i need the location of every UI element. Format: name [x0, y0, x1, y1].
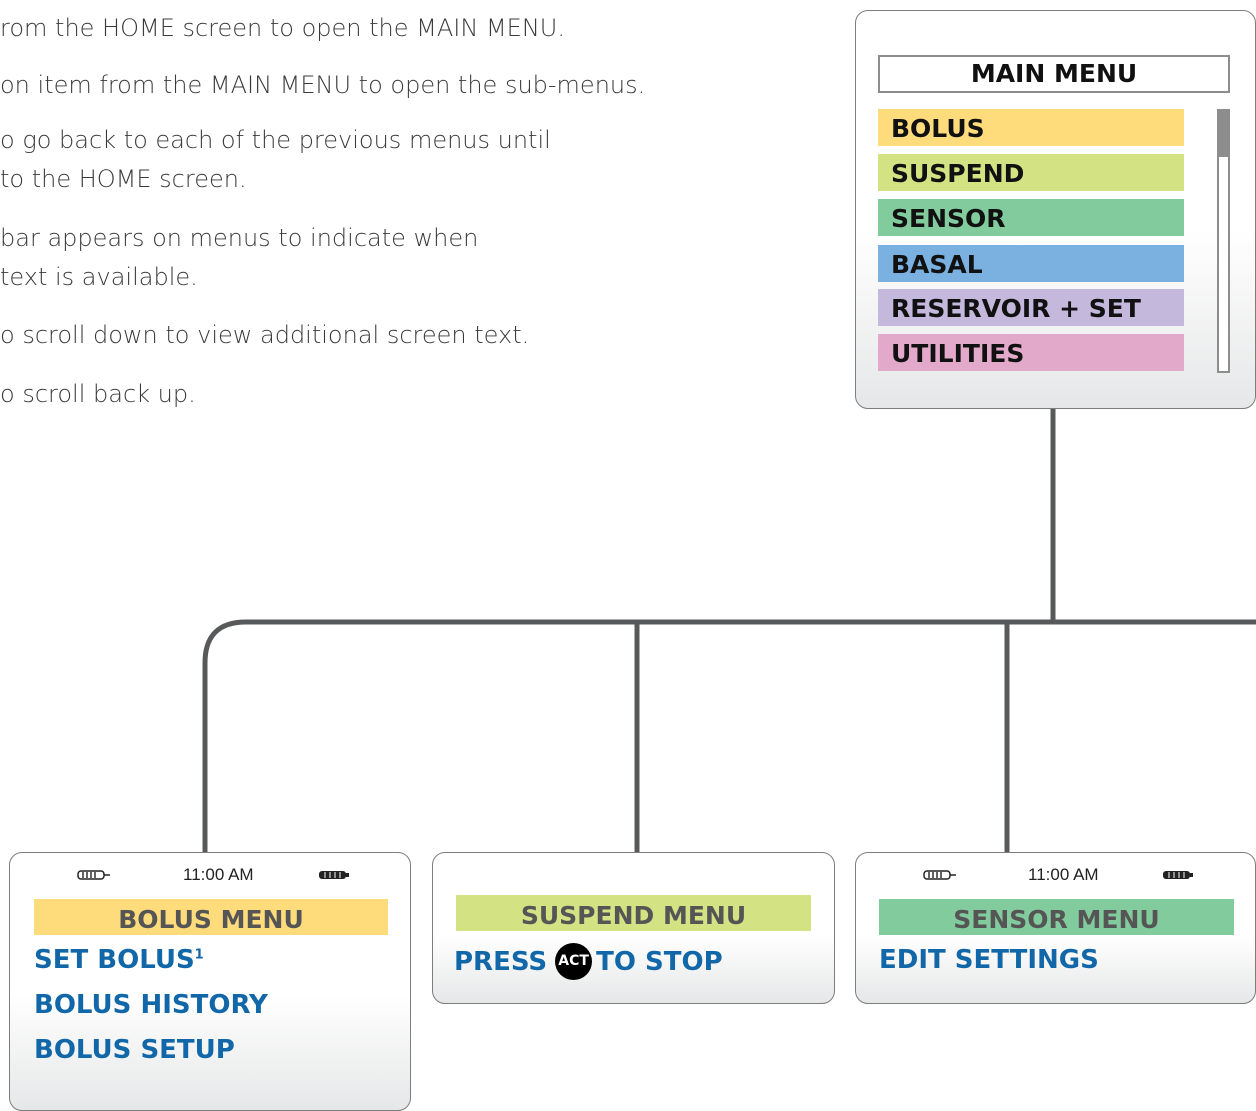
main-menu-screen: MAIN MENU BOLUS SUSPEND SENSOR BASAL RES…: [855, 10, 1256, 409]
instruction-line-8: o scroll back up.: [0, 380, 196, 408]
bolus-menu-screen: 11:00 AM BOLUS MENU SET BOLUS1 BOLUS HIS…: [9, 852, 411, 1111]
menu-item-bolus-history[interactable]: BOLUS HISTORY: [34, 990, 268, 1020]
bolus-menu-header: BOLUS MENU: [34, 899, 388, 935]
instruction-line-4: to the HOME screen.: [0, 165, 247, 193]
status-time: 11:00 AM: [183, 865, 254, 884]
footnote-marker: 1: [194, 947, 204, 963]
menu-item-label: SUSPEND: [891, 159, 1025, 188]
main-menu-item-reservoir-set[interactable]: RESERVOIR + SET: [878, 289, 1184, 326]
suspend-menu-header: SUSPEND MENU: [456, 895, 811, 931]
main-menu-item-bolus[interactable]: BOLUS: [878, 109, 1184, 146]
scrollbar-thumb[interactable]: [1219, 111, 1228, 157]
to-stop-label: TO STOP: [596, 946, 723, 977]
menu-item-bolus-setup[interactable]: BOLUS SETUP: [34, 1035, 235, 1065]
instruction-line-1: rom the HOME screen to open the MAIN MEN…: [0, 14, 565, 42]
instruction-line-2: on item from the MAIN MENU to open the s…: [0, 71, 646, 99]
status-time: 11:00 AM: [1028, 865, 1099, 884]
instruction-line-3: o go back to each of the previous menus …: [0, 126, 551, 154]
menu-item-set-bolus[interactable]: SET BOLUS1: [34, 945, 204, 975]
suspend-menu-screen: SUSPEND MENU PRESS ACT TO STOP: [432, 852, 835, 1004]
sensor-menu-screen: 11:00 AM SENSOR MENU EDIT SETTINGS: [855, 852, 1256, 1004]
menu-item-edit-settings[interactable]: EDIT SETTINGS: [879, 945, 1099, 975]
instruction-line-6: text is available.: [0, 263, 198, 291]
menu-item-label: UTILITIES: [891, 339, 1025, 368]
instruction-line-5: bar appears on menus to indicate when: [0, 224, 479, 252]
press-act-to-stop-instruction: PRESS ACT TO STOP: [454, 943, 723, 980]
main-menu-scrollbar[interactable]: [1217, 109, 1230, 373]
act-button-icon[interactable]: ACT: [555, 943, 593, 980]
battery-icon: [1163, 871, 1193, 879]
main-menu-title: MAIN MENU: [878, 55, 1230, 93]
instruction-line-7: o scroll down to view additional screen …: [0, 321, 530, 349]
menu-item-label: RESERVOIR + SET: [891, 294, 1141, 323]
menu-item-label: SENSOR: [891, 204, 1006, 233]
menu-item-label: BOLUS: [891, 114, 985, 143]
menu-item-label: SET BOLUS: [34, 945, 195, 975]
reservoir-icon: [77, 870, 110, 880]
main-menu-item-basal[interactable]: BASAL: [878, 245, 1184, 282]
battery-icon: [319, 871, 349, 879]
menu-item-label: BASAL: [891, 250, 983, 279]
press-label: PRESS: [454, 946, 548, 977]
main-menu-item-suspend[interactable]: SUSPEND: [878, 154, 1184, 191]
main-menu-item-utilities[interactable]: UTILITIES: [878, 334, 1184, 371]
reservoir-icon: [923, 870, 956, 880]
sensor-menu-header: SENSOR MENU: [879, 899, 1234, 935]
main-menu-item-sensor[interactable]: SENSOR: [878, 199, 1184, 236]
